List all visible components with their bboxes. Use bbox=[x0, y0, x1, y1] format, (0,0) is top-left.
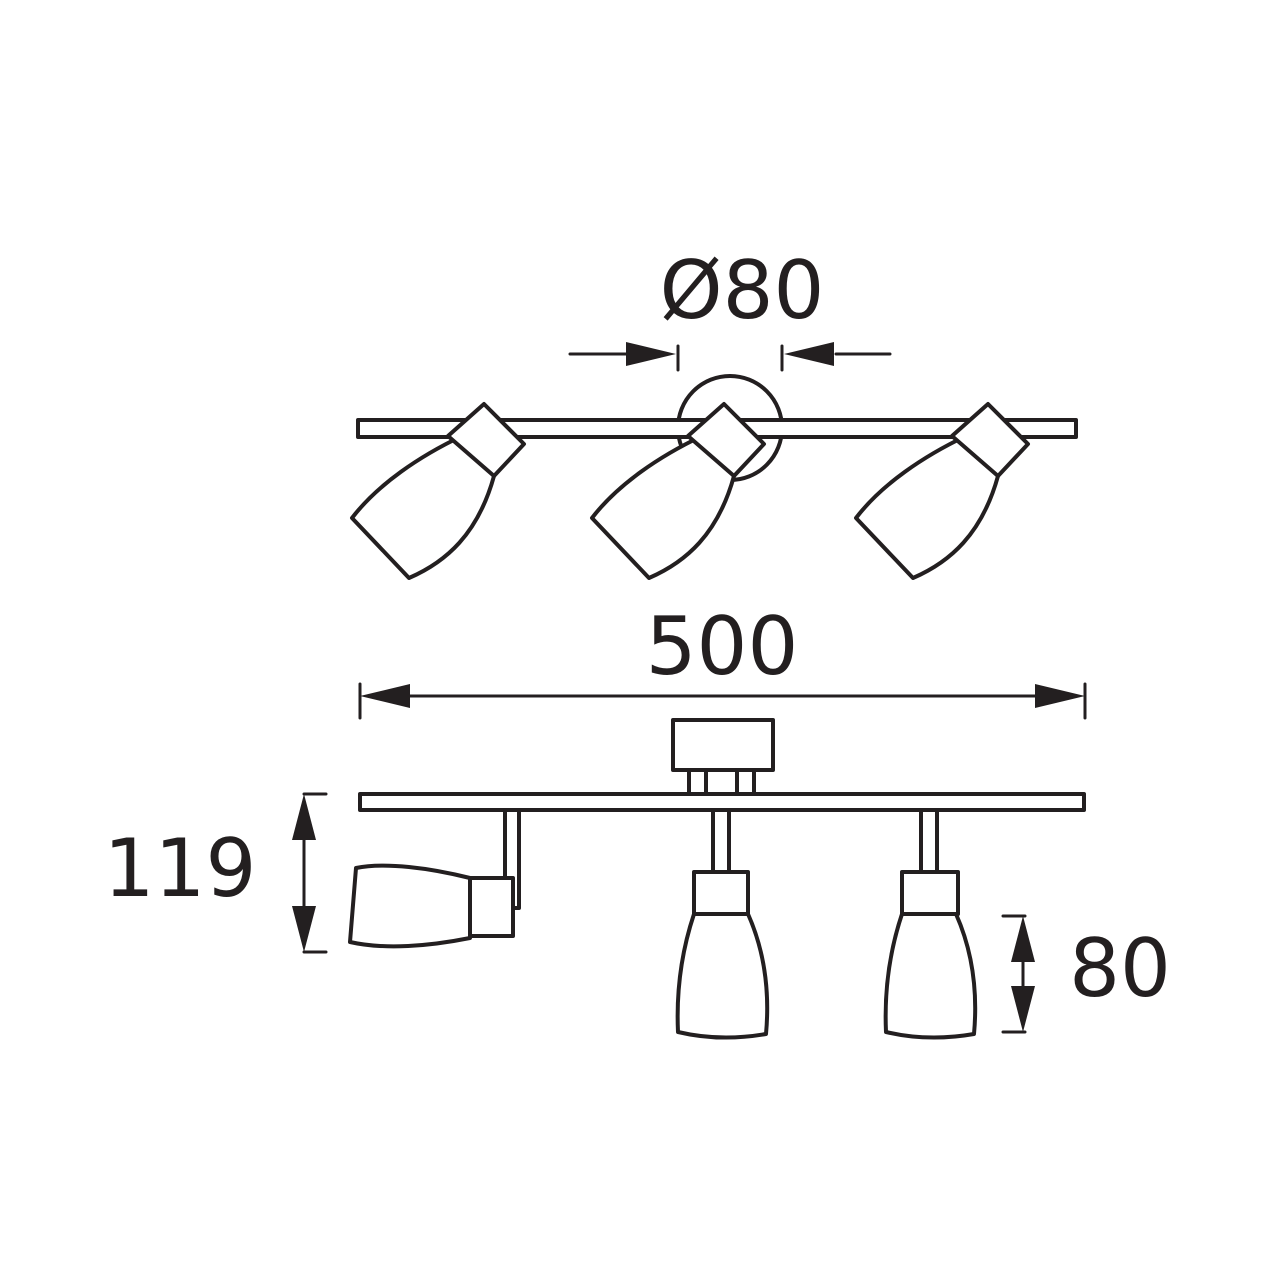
front-spotlight-1 bbox=[348, 808, 521, 949]
top-spotlight-3 bbox=[854, 402, 1030, 580]
top-view: Ø80 bbox=[350, 244, 1078, 580]
shade-length-label: 80 bbox=[1069, 922, 1171, 1015]
shade-dimension bbox=[1001, 914, 1035, 1034]
length-dimension bbox=[358, 682, 1087, 720]
diameter-dimension bbox=[568, 342, 892, 372]
front-rail bbox=[358, 792, 1086, 812]
diameter-label: Ø80 bbox=[660, 244, 825, 337]
top-spotlight-1 bbox=[350, 402, 526, 580]
canopy-box bbox=[671, 718, 775, 772]
height-dimension bbox=[292, 792, 328, 954]
front-spotlight-3 bbox=[883, 808, 978, 1040]
front-spotlight-2 bbox=[675, 808, 770, 1040]
height-label: 119 bbox=[104, 822, 257, 915]
top-spotlight-2 bbox=[590, 402, 766, 580]
front-view: 500 bbox=[104, 600, 1171, 1040]
length-label: 500 bbox=[646, 600, 799, 693]
